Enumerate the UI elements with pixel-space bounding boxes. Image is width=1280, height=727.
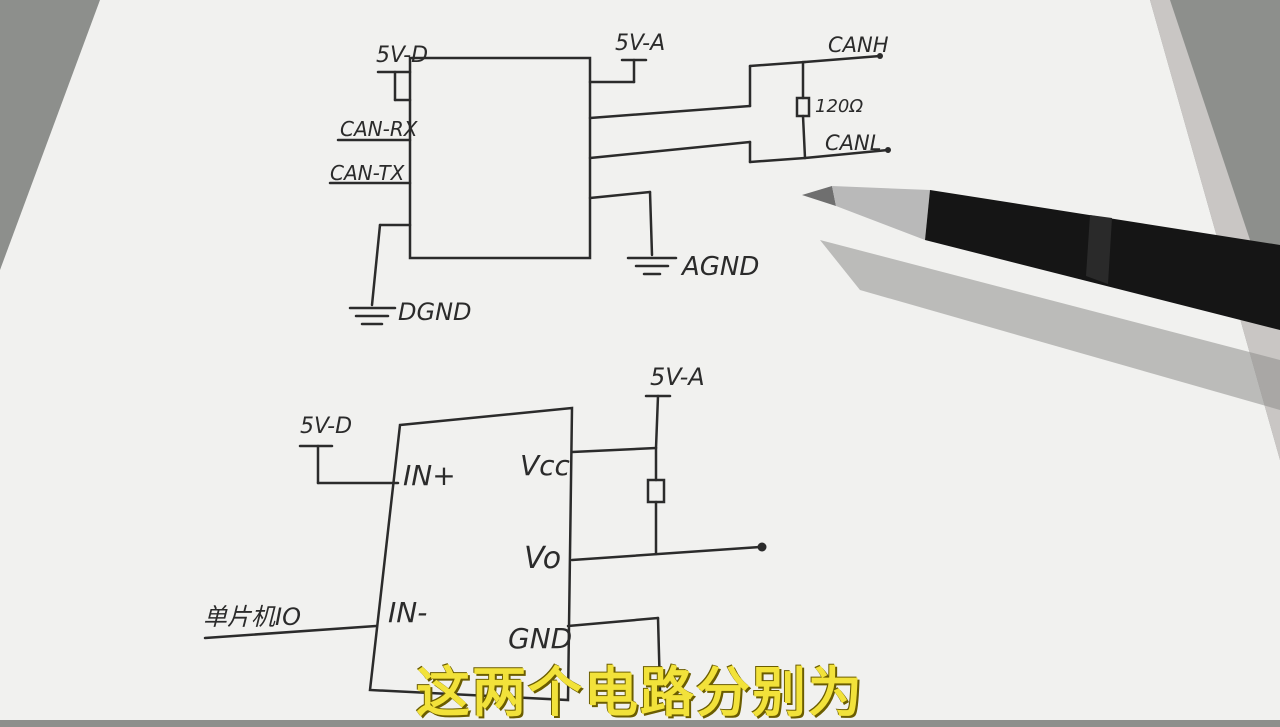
bottom-label-gnd: GND: [508, 622, 572, 655]
canh-terminal: [877, 53, 883, 59]
top-label-can-rx: CAN-RX: [340, 117, 419, 141]
top-label-supply-d: 5V-D: [376, 43, 428, 68]
vo-output-terminal: [757, 542, 767, 552]
top-label-supply-a: 5V-A: [615, 31, 665, 56]
bottom-label-supply-d: 5V-D: [300, 414, 352, 439]
bottom-label-mcu-io: 单片机IO: [203, 603, 301, 631]
bottom-label-in-plus: IN+: [403, 459, 456, 492]
bottom-label-supply-a: 5V-A: [650, 363, 705, 391]
pen-metal-cone: [832, 186, 930, 240]
top-label-termination: 120Ω: [815, 96, 863, 117]
comparator-box: [368, 406, 574, 702]
top-label-can-l: CANL: [825, 131, 881, 155]
pen-shadow: [820, 240, 1280, 410]
paper-shadow-edge: [1150, 0, 1280, 460]
top-label-can-h: CANH: [828, 33, 889, 57]
top-label-dgnd: DGND: [398, 298, 472, 326]
bottom-label-in-minus: IN-: [388, 596, 427, 629]
top-circuit: [328, 54, 890, 326]
top-label-agnd: AGND: [680, 252, 759, 282]
pen-tip: [802, 186, 836, 206]
canl-terminal: [885, 147, 891, 153]
top-label-can-tx: CAN-TX: [330, 161, 406, 185]
pen-grip-ring: [1086, 215, 1112, 284]
bottom-label-vcc: Vcc: [520, 449, 571, 482]
bottom-circuit: [203, 394, 762, 702]
bottom-label-vo: Vo: [524, 541, 561, 576]
pen: [802, 186, 1280, 410]
